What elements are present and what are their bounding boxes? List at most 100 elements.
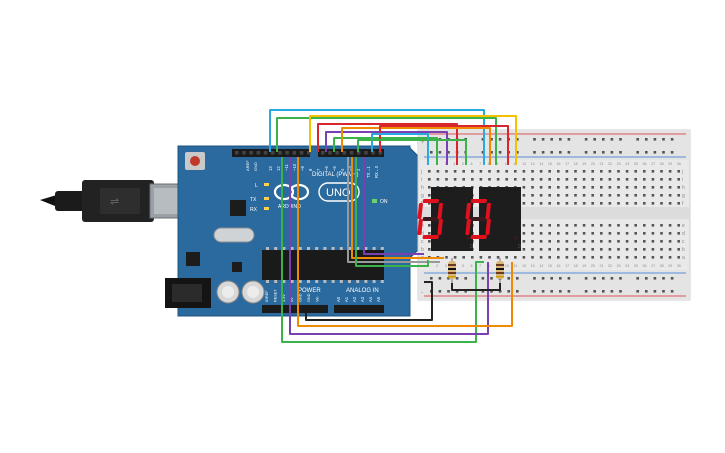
wire-green-top[interactable]: [276, 117, 497, 165]
breadboard-hole[interactable]: [539, 178, 543, 181]
breadboard-hole[interactable]: [668, 170, 672, 173]
breadboard-hole[interactable]: [608, 170, 612, 173]
breadboard-hole[interactable]: [522, 170, 526, 173]
rail-hole[interactable]: [645, 151, 648, 154]
breadboard-hole[interactable]: [668, 224, 672, 227]
breadboard-hole[interactable]: [617, 186, 620, 189]
rail-hole[interactable]: [559, 277, 562, 280]
breadboard-hole[interactable]: [651, 194, 655, 197]
breadboard-hole[interactable]: [660, 240, 663, 243]
breadboard-hole[interactable]: [531, 232, 534, 235]
breadboard-hole[interactable]: [522, 256, 526, 259]
wire-blue-2[interactable]: [371, 133, 429, 165]
breadboard-hole[interactable]: [428, 232, 431, 235]
breadboard-hole[interactable]: [668, 248, 672, 251]
breadboard-hole[interactable]: [462, 256, 465, 259]
breadboard-hole[interactable]: [634, 256, 637, 259]
breadboard-hole[interactable]: [574, 248, 577, 251]
breadboard-hole[interactable]: [677, 248, 680, 251]
header-hole[interactable]: [285, 151, 289, 155]
breadboard-hole[interactable]: [668, 194, 672, 197]
breadboard-hole[interactable]: [428, 186, 431, 189]
breadboard-hole[interactable]: [660, 170, 663, 173]
breadboard-hole[interactable]: [582, 202, 586, 205]
breadboard-hole[interactable]: [617, 202, 620, 205]
resistor-2[interactable]: [496, 258, 504, 283]
breadboard-hole[interactable]: [643, 170, 646, 173]
breadboard-hole[interactable]: [565, 178, 569, 181]
breadboard-hole[interactable]: [488, 170, 491, 173]
rail-hole[interactable]: [584, 138, 588, 141]
breadboard-hole[interactable]: [531, 256, 534, 259]
breadboard-hole[interactable]: [608, 256, 612, 259]
breadboard-hole[interactable]: [651, 224, 655, 227]
rail-hole[interactable]: [619, 138, 622, 141]
breadboard-hole[interactable]: [608, 194, 612, 197]
breadboard-hole[interactable]: [548, 232, 551, 235]
rail-hole[interactable]: [662, 290, 665, 293]
breadboard-hole[interactable]: [453, 256, 457, 259]
breadboard-hole[interactable]: [531, 178, 534, 181]
breadboard-hole[interactable]: [557, 178, 560, 181]
rail-hole[interactable]: [559, 290, 562, 293]
breadboard-hole[interactable]: [634, 232, 637, 235]
breadboard-hole[interactable]: [428, 224, 431, 227]
rail-hole[interactable]: [670, 151, 674, 154]
breadboard-hole[interactable]: [548, 202, 551, 205]
breadboard-hole[interactable]: [565, 186, 569, 189]
seven-segment-display-2[interactable]: 0: [465, 187, 521, 251]
breadboard-hole[interactable]: [522, 232, 526, 235]
rail-hole[interactable]: [490, 151, 493, 154]
breadboard-hole[interactable]: [617, 232, 620, 235]
rail-hole[interactable]: [507, 277, 510, 280]
rail-hole[interactable]: [645, 290, 648, 293]
breadboard-hole[interactable]: [548, 178, 551, 181]
breadboard-hole[interactable]: [660, 248, 663, 251]
breadboard-hole[interactable]: [479, 178, 483, 181]
breadboard-hole[interactable]: [677, 178, 680, 181]
rail-hole[interactable]: [636, 151, 639, 154]
rail-hole[interactable]: [533, 151, 536, 154]
breadboard[interactable]: + - jjiihhggffeeddccbbaa 112233445566778…: [417, 129, 691, 301]
breadboard-hole[interactable]: [600, 178, 603, 181]
breadboard-hole[interactable]: [617, 240, 620, 243]
breadboard-hole[interactable]: [505, 170, 508, 173]
rail-hole[interactable]: [550, 138, 553, 141]
breadboard-hole[interactable]: [574, 186, 577, 189]
arduino-uno-board[interactable]: L TX RX ON UNO ARDUINO DIGITAL (PWM~) PO…: [165, 145, 419, 317]
breadboard-hole[interactable]: [582, 248, 586, 251]
breadboard-hole[interactable]: [660, 256, 663, 259]
breadboard-hole[interactable]: [625, 202, 629, 205]
breadboard-hole[interactable]: [591, 256, 594, 259]
breadboard-hole[interactable]: [531, 224, 534, 227]
breadboard-hole[interactable]: [557, 186, 560, 189]
rail-hole[interactable]: [559, 151, 562, 154]
wire-blue[interactable]: [269, 109, 485, 165]
breadboard-hole[interactable]: [514, 178, 517, 181]
breadboard-hole[interactable]: [591, 240, 594, 243]
rail-hole[interactable]: [602, 290, 605, 293]
breadboard-hole[interactable]: [677, 256, 680, 259]
breadboard-hole[interactable]: [453, 178, 457, 181]
breadboard-hole[interactable]: [651, 202, 655, 205]
rail-hole[interactable]: [636, 290, 639, 293]
breadboard-hole[interactable]: [531, 170, 534, 173]
rail-hole[interactable]: [662, 151, 665, 154]
breadboard-hole[interactable]: [557, 240, 560, 243]
breadboard-hole[interactable]: [428, 202, 431, 205]
breadboard-hole[interactable]: [574, 194, 577, 197]
breadboard-hole[interactable]: [582, 256, 586, 259]
breadboard-hole[interactable]: [660, 224, 663, 227]
breadboard-hole[interactable]: [651, 186, 655, 189]
breadboard-hole[interactable]: [582, 178, 586, 181]
rail-hole[interactable]: [602, 151, 605, 154]
breadboard-hole[interactable]: [488, 256, 491, 259]
breadboard-hole[interactable]: [574, 170, 577, 173]
breadboard-hole[interactable]: [608, 224, 612, 227]
breadboard-hole[interactable]: [625, 186, 629, 189]
breadboard-hole[interactable]: [634, 178, 637, 181]
rail-hole[interactable]: [541, 290, 545, 293]
rail-hole[interactable]: [602, 277, 605, 280]
rail-hole[interactable]: [619, 290, 622, 293]
breadboard-hole[interactable]: [651, 240, 655, 243]
